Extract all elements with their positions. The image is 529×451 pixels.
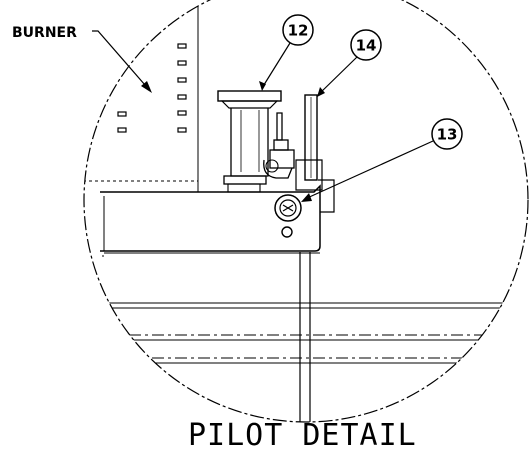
detail-boundary-circle bbox=[83, 0, 529, 423]
callout-12: 12 bbox=[259, 14, 314, 91]
callout-12-balloon bbox=[282, 14, 314, 46]
callout-13: 13 bbox=[301, 118, 463, 202]
callout-13-balloon bbox=[431, 118, 463, 150]
detail-view-contents bbox=[84, 0, 528, 422]
bottom-tray-lines bbox=[84, 302, 528, 364]
callout-14: 14 bbox=[317, 29, 382, 97]
pilot-burner-assembly bbox=[217, 90, 323, 222]
callout-14-text: 14 bbox=[356, 37, 377, 55]
callout-13-text: 13 bbox=[437, 126, 458, 144]
detail-title: PILOT DETAIL bbox=[188, 418, 417, 451]
callout-12-text: 12 bbox=[288, 22, 309, 40]
burner-panel bbox=[84, 0, 199, 192]
burner-housing bbox=[100, 179, 335, 257]
burner-leader bbox=[92, 30, 152, 93]
callout-14-balloon bbox=[350, 29, 382, 61]
gas-tube bbox=[299, 252, 311, 422]
burner-label: BURNER bbox=[12, 25, 77, 41]
